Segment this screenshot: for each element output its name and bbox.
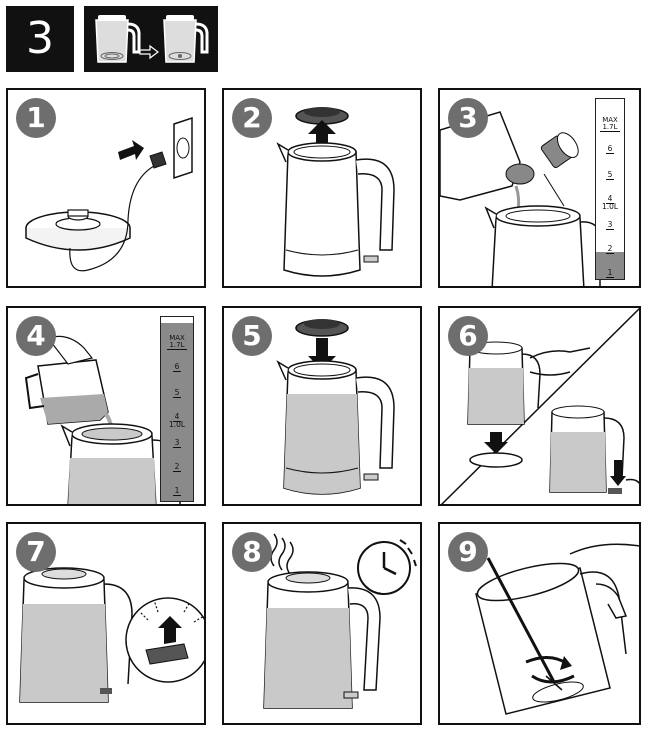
arrow-up-icon [308, 120, 336, 152]
scale-mark: 4 [172, 412, 182, 422]
hand-icon [569, 543, 639, 619]
scale-max-sub-label: 1.7L [167, 341, 187, 350]
scale-mark: 1.0L [601, 202, 619, 211]
scale-max-label: MAX [602, 116, 618, 124]
arrow-down-icon [484, 432, 508, 454]
kettle-with-scale-icon [95, 15, 141, 63]
step-badge: 9 [448, 532, 488, 572]
scale-mark: 4 [605, 194, 615, 204]
power-plug-icon [118, 140, 167, 169]
scale-max-label: MAX [169, 334, 185, 342]
kettle-icon [475, 562, 627, 715]
step-3-panel: 3 MAX 1.7L 6 5 4 1.0L 3 2 1 [438, 88, 641, 288]
step-badge: 5 [232, 316, 272, 356]
scale-mark: 2 [172, 462, 182, 472]
section-icon-strip [84, 6, 218, 72]
scale-mark: 2 [605, 244, 615, 254]
step-badge: 2 [232, 98, 272, 138]
step-badge: 8 [232, 532, 272, 572]
scale-mark: 1 [605, 268, 615, 278]
step-badge: 4 [16, 316, 56, 356]
clock-icon [357, 539, 417, 595]
kettle-icon [484, 205, 601, 286]
lid-icon [295, 107, 349, 125]
kettle-icon [276, 142, 395, 277]
kettle-icon [467, 341, 541, 425]
lid-icon [295, 319, 349, 337]
water-level-scale-icon: MAX 1.7L 6 5 4 1.0L 3 2 1 [595, 98, 625, 280]
kettle-icon [19, 567, 133, 703]
wall-socket-icon [173, 116, 193, 180]
scale-mark: 3 [605, 220, 615, 230]
switch-up-icon [139, 599, 204, 665]
kettle-clean-icon [163, 15, 209, 63]
step-6-panel: 6 [438, 306, 641, 506]
step-7-panel: 7 [6, 522, 206, 725]
switch-icon [608, 460, 639, 494]
scale-mark: 5 [172, 388, 182, 398]
step-2-panel: 2 [222, 88, 422, 288]
scale-mark: 1 [172, 486, 182, 496]
base-station-icon [25, 209, 131, 251]
scale-mark: 5 [605, 170, 615, 180]
kettle-icon [276, 360, 395, 495]
step-1-panel: 1 [6, 88, 206, 288]
step-4-panel: 4 MAX 1.7L 6 5 4 1.0L 3 2 1 [6, 306, 206, 506]
hand-icon [529, 347, 591, 376]
kettle-icon [60, 423, 181, 504]
step-8-panel: 8 [222, 522, 422, 725]
scale-max-sub-label: 1.7L [600, 123, 620, 132]
arrow-right-icon [139, 44, 159, 60]
scale-mark: 6 [172, 362, 182, 372]
kettle-icon [263, 571, 381, 709]
scale-mark: 1.0L [168, 420, 186, 429]
scale-mark: 6 [605, 144, 615, 154]
step-badge: 1 [16, 98, 56, 138]
steam-icon [270, 533, 294, 575]
step-9-panel: 9 [438, 522, 641, 725]
scale-fill [596, 252, 624, 279]
step-5-panel: 5 [222, 306, 422, 506]
step-badge: 6 [448, 316, 488, 356]
pitcher-icon [24, 335, 114, 439]
step-badge: 7 [16, 532, 56, 572]
water-level-scale-icon: MAX 1.7L 6 5 4 1.0L 3 2 1 [160, 316, 194, 502]
section-number: 3 [6, 6, 74, 72]
step-badge: 3 [448, 98, 488, 138]
rotate-arrow-icon [525, 656, 575, 684]
scale-mark: 3 [172, 438, 182, 448]
